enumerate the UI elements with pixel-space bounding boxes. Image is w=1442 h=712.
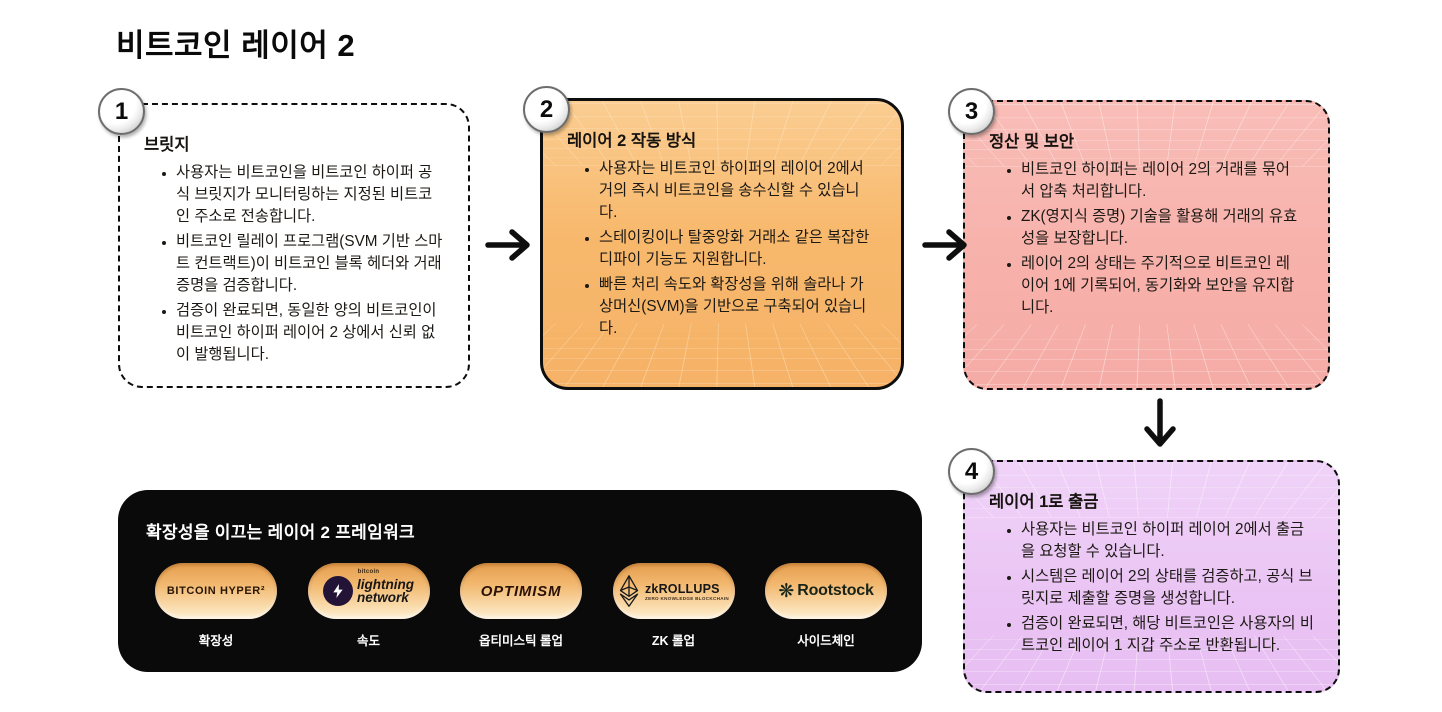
bullet-item: 검증이 완료되면, 해당 비트코인은 사용자의 비트코인 레이어 1 지갑 주소… <box>1021 613 1314 657</box>
framework-item-label: ZK 롤업 <box>651 634 696 648</box>
framework-item-lightning-network: bitcoin lightning network 속도 <box>303 563 435 649</box>
step-title: 레이어 1로 출금 <box>989 493 1099 511</box>
step-card-bridge: 브릿지 사용자는 비트코인을 비트코인 하이퍼 공식 브릿지가 모니터링하는 지… <box>118 103 470 388</box>
lightning-network-logo: bitcoin lightning network <box>307 563 430 619</box>
rootstock-logo: ❋ Rootstock <box>765 563 887 619</box>
bullet-item: 사용자는 비트코인을 비트코인 하이퍼 공식 브릿지가 모니터링하는 지정된 비… <box>176 162 444 228</box>
bullet-item: 레이어 2의 상태는 주기적으로 비트코인 레이어 1에 기록되어, 동기화와 … <box>1021 253 1304 319</box>
step-number-badge-3: 3 <box>948 88 995 135</box>
framework-item-optimism: OPTIMISM 옵티미스틱 롤업 <box>455 563 587 649</box>
rootstock-flower-icon: ❋ <box>778 580 795 602</box>
step-title: 레이어 2 작동 방식 <box>567 132 697 150</box>
bullet-item: 빠른 처리 속도와 확장성을 위해 솔라나 가상머신(SVM)을 기반으로 구축… <box>599 274 877 340</box>
ethereum-diamond-icon <box>619 575 639 607</box>
step-bullet-list: 사용자는 비트코인 하이퍼 레이어 2에서 출금을 요청할 수 있습니다. 시스… <box>989 519 1314 657</box>
bullet-item: 검증이 완료되면, 동일한 양의 비트코인이 비트코인 하이퍼 레이어 2 상에… <box>176 300 444 366</box>
step-number-badge-2: 2 <box>523 86 570 133</box>
bullet-item: ZK(영지식 증명) 기술을 활용해 거래의 유효성을 보장합니다. <box>1021 206 1304 250</box>
optimism-logo: OPTIMISM <box>460 563 582 619</box>
step-number-badge-1: 1 <box>98 88 145 135</box>
bullet-item: 비트코인 하이퍼는 레이어 2의 거래를 묶어서 압축 처리합니다. <box>1021 159 1304 203</box>
bullet-item: 사용자는 비트코인 하이퍼 레이어 2에서 출금을 요청할 수 있습니다. <box>1021 519 1314 563</box>
framework-item-label: 사이드체인 <box>797 634 855 648</box>
framework-title: 확장성을 이끄는 레이어 2 프레임워크 <box>146 523 415 542</box>
framework-panel: 확장성을 이끄는 레이어 2 프레임워크 BITCOIN HYPER² 확장성 … <box>118 490 922 672</box>
framework-item-zkrollups: zkROLLUPS ZERO KNOWLEDGE BLOCKCHAIN ZK 롤… <box>608 563 740 649</box>
bullet-item: 시스템은 레이어 2의 상태를 검증하고, 공식 브릿지로 제출할 증명을 생성… <box>1021 566 1314 610</box>
bitcoin-wordmark: bitcoin <box>357 569 380 575</box>
framework-item-bitcoin-hyper: BITCOIN HYPER² 확장성 <box>150 563 282 649</box>
right-arrow-icon <box>485 229 530 261</box>
step-number-badge-4: 4 <box>948 448 995 495</box>
framework-item-label: 확장성 <box>198 634 234 648</box>
step-card-withdraw-layer1: 레이어 1로 출금 사용자는 비트코인 하이퍼 레이어 2에서 출금을 요청할 … <box>963 460 1340 693</box>
framework-item-label: 옵티미스틱 롤업 <box>479 634 563 648</box>
bullet-item: 비트코인 릴레이 프로그램(SVM 기반 스마트 컨트랙트)이 비트코인 블록 … <box>176 231 444 297</box>
step-title: 브릿지 <box>144 136 190 154</box>
step-bullet-list: 비트코인 하이퍼는 레이어 2의 거래를 묶어서 압축 처리합니다. ZK(영지… <box>989 159 1304 319</box>
framework-item-rootstock: ❋ Rootstock 사이드체인 <box>760 563 892 649</box>
down-arrow-icon <box>1144 398 1176 447</box>
lightning-bolt-icon <box>323 576 353 606</box>
framework-item-label: 속도 <box>356 634 380 648</box>
framework-logo-row: BITCOIN HYPER² 확장성 bitcoin lightning net… <box>146 563 896 649</box>
bullet-item: 사용자는 비트코인 하이퍼의 레이어 2에서 거의 즉시 비트코인을 송수신할 … <box>599 158 877 224</box>
zkrollups-logo: zkROLLUPS ZERO KNOWLEDGE BLOCKCHAIN <box>612 563 735 619</box>
right-arrow-icon <box>922 229 967 261</box>
step-bullet-list: 사용자는 비트코인을 비트코인 하이퍼 공식 브릿지가 모니터링하는 지정된 비… <box>144 162 444 366</box>
page-title: 비트코인 레이어 2 <box>116 28 356 63</box>
bullet-item: 스테이킹이나 탈중앙화 거래소 같은 복잡한 디파이 기능도 지원합니다. <box>599 227 877 271</box>
step-bullet-list: 사용자는 비트코인 하이퍼의 레이어 2에서 거의 즉시 비트코인을 송수신할 … <box>567 158 877 340</box>
bitcoin-hyper-logo: BITCOIN HYPER² <box>155 563 277 619</box>
step-title: 정산 및 보안 <box>989 133 1075 151</box>
step-card-settlement-security: 정산 및 보안 비트코인 하이퍼는 레이어 2의 거래를 묶어서 압축 처리합니… <box>963 100 1330 390</box>
step-card-layer2-operation: 레이어 2 작동 방식 사용자는 비트코인 하이퍼의 레이어 2에서 거의 즉시… <box>540 98 904 390</box>
